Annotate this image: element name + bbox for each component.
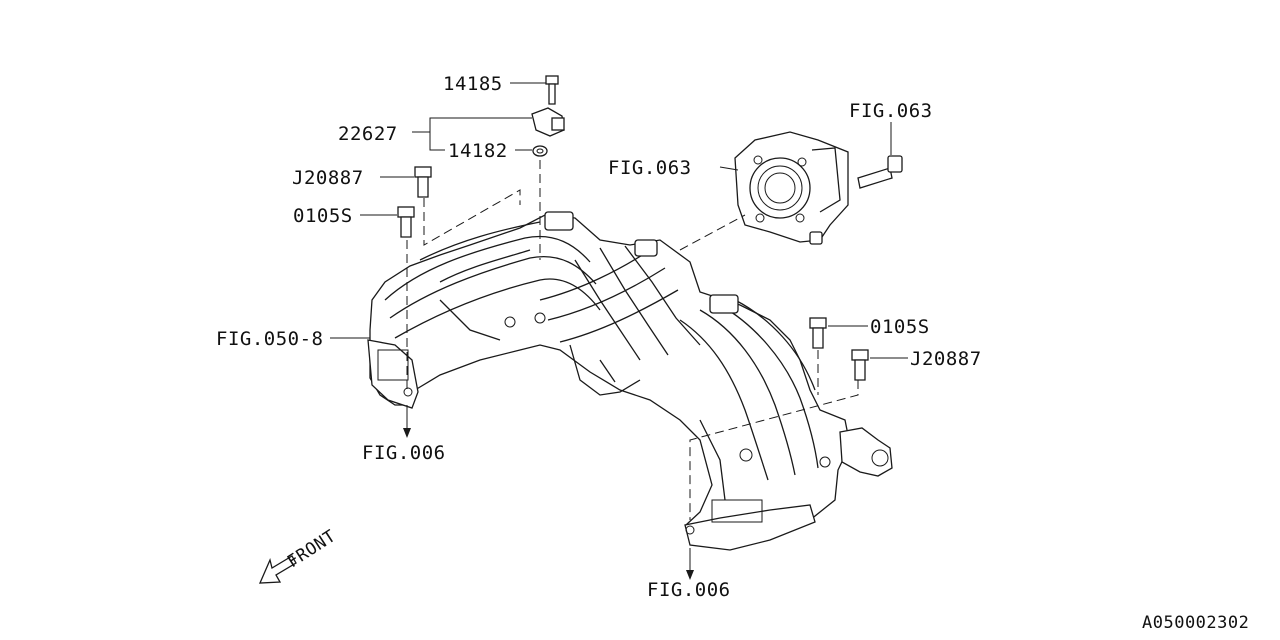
bolt-0105s-right[interactable] <box>809 317 827 349</box>
bolt-j20887-right[interactable] <box>851 349 869 381</box>
label-14182[interactable]: 14182 <box>448 140 508 162</box>
bolt-14185[interactable] <box>545 75 559 105</box>
front-arrow-icon <box>258 555 297 584</box>
label-fig063-left[interactable]: FIG.063 <box>608 157 692 179</box>
bolt-j20887-left[interactable] <box>414 166 432 198</box>
label-fig006-bottom[interactable]: FIG.006 <box>647 579 731 601</box>
label-0105s-right[interactable]: 0105S <box>870 316 930 338</box>
leader-lines <box>330 82 908 580</box>
label-22627[interactable]: 22627 <box>338 123 398 145</box>
front-label: FRONT <box>284 526 340 572</box>
throttle-body-bolt[interactable] <box>857 155 903 189</box>
label-fig006-left[interactable]: FIG.006 <box>362 442 446 464</box>
label-fig063-top[interactable]: FIG.063 <box>849 100 933 122</box>
alignment-lines <box>406 160 859 520</box>
label-0105s-left[interactable]: 0105S <box>293 205 353 227</box>
oring-14182[interactable] <box>532 145 548 157</box>
label-j20887-left[interactable]: J20887 <box>292 167 364 189</box>
throttle-body[interactable] <box>734 131 849 245</box>
label-14185[interactable]: 14185 <box>443 73 503 95</box>
label-j20887-right[interactable]: J20887 <box>910 348 982 370</box>
sensor-22627[interactable] <box>531 107 565 137</box>
bolt-0105s-left[interactable] <box>397 206 415 238</box>
diagram-id: A050002302 <box>1142 613 1249 633</box>
intake-manifold[interactable] <box>367 211 893 551</box>
label-fig050-8[interactable]: FIG.050-8 <box>216 328 323 350</box>
